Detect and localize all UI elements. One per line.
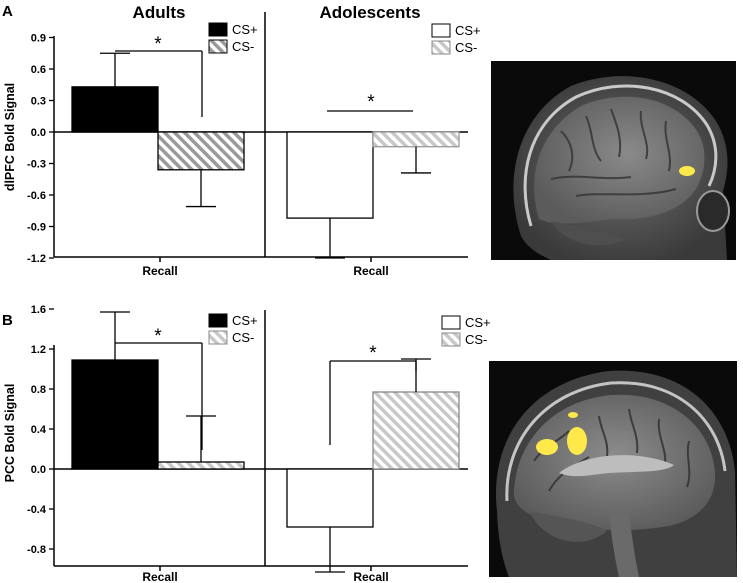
y-tick-label: -0.4 (27, 504, 47, 516)
panel-b-letter: B (2, 312, 13, 329)
y-tick-label: 0.4 (31, 424, 47, 436)
cerebellum (551, 221, 626, 246)
skull-ring (523, 84, 718, 227)
legend-swatch-cs-minus (431, 40, 451, 55)
y-tick-label: 0.0 (31, 464, 46, 476)
panel-a-adults-xlabel: Recall (142, 264, 177, 278)
panel-b-adults-xlabel: Recall (142, 570, 177, 583)
bar-cs-plus (71, 359, 159, 470)
y-tick-label: -0.9 (27, 222, 46, 234)
panel-a-adults-legend: CS+ CS- (208, 22, 258, 54)
brain-image-pcc (489, 361, 737, 577)
y-tick-label: 1.6 (31, 304, 46, 316)
significance-star: * (154, 34, 162, 55)
y-tick-label: 0.8 (31, 384, 46, 396)
panel-a-adolescents-xlabel: Recall (353, 264, 388, 278)
significance-star: * (367, 92, 375, 113)
legend-label-cs-plus: CS+ (232, 22, 258, 37)
corpus-callosum (559, 455, 674, 477)
legend-swatch-cs-plus (441, 315, 461, 330)
panel-b-adolescents-xlabel: Recall (353, 570, 388, 583)
legend-swatch-cs-minus (208, 330, 228, 345)
legend-label-cs-plus: CS+ (465, 315, 491, 330)
legend-swatch-cs-minus (441, 332, 461, 347)
bar-cs-plus (71, 86, 159, 133)
bar-cs-minus (157, 461, 245, 470)
brain-image-dlpfc (491, 61, 736, 260)
panel-b-ylabel: PCC Bold Signal (3, 384, 17, 483)
legend-swatch-cs-plus (431, 23, 451, 38)
y-tick-label: -0.6 (27, 190, 46, 202)
bar-cs-minus (372, 391, 460, 470)
panel-a-letter: A (2, 3, 13, 20)
legend-swatch-cs-plus (208, 313, 228, 328)
bar-cs-minus (372, 131, 460, 148)
y-tick-label: -0.3 (27, 159, 46, 171)
y-tick-label: -0.8 (27, 544, 46, 556)
skull-ring (505, 381, 727, 502)
cerebellum (529, 511, 607, 542)
activation-clusters (536, 412, 587, 455)
panel-a-ylabel: dlPFC Bold Signal (3, 83, 17, 191)
legend-label-cs-minus: CS- (232, 39, 254, 54)
significance-star: * (369, 343, 377, 364)
y-tick-label: 0.3 (31, 96, 46, 108)
y-tick-label: 0.9 (31, 33, 46, 45)
panel-b-adolescents-legend: CS+ CS- (441, 315, 491, 347)
panel-a-adolescents-title: Adolescents (319, 3, 420, 22)
y-tick-label: -1.2 (27, 253, 46, 265)
legend-label-cs-minus: CS- (232, 330, 254, 345)
legend-label-cs-minus: CS- (455, 40, 477, 55)
eye-orbit (696, 190, 730, 232)
legend-label-cs-minus: CS- (465, 332, 487, 347)
legend-swatch-cs-minus (208, 39, 228, 54)
bar-cs-plus (286, 468, 374, 528)
y-tick-label: 0.6 (31, 64, 46, 76)
legend-swatch-cs-plus (208, 22, 228, 37)
y-tick-label: 1.2 (31, 344, 46, 356)
brainstem (609, 511, 639, 577)
bar-cs-plus (286, 131, 374, 219)
significance-star: * (154, 326, 162, 347)
activation-cluster (679, 166, 695, 176)
legend-label-cs-plus: CS+ (455, 23, 481, 38)
legend-label-cs-plus: CS+ (232, 313, 258, 328)
panel-a-adolescents-legend: CS+ CS- (431, 23, 481, 55)
panel-a-adults-title: Adults (133, 3, 186, 22)
bar-cs-minus (157, 131, 245, 171)
y-tick-label: 0.0 (31, 127, 46, 139)
panel-b-adults-legend: CS+ CS- (208, 313, 258, 345)
